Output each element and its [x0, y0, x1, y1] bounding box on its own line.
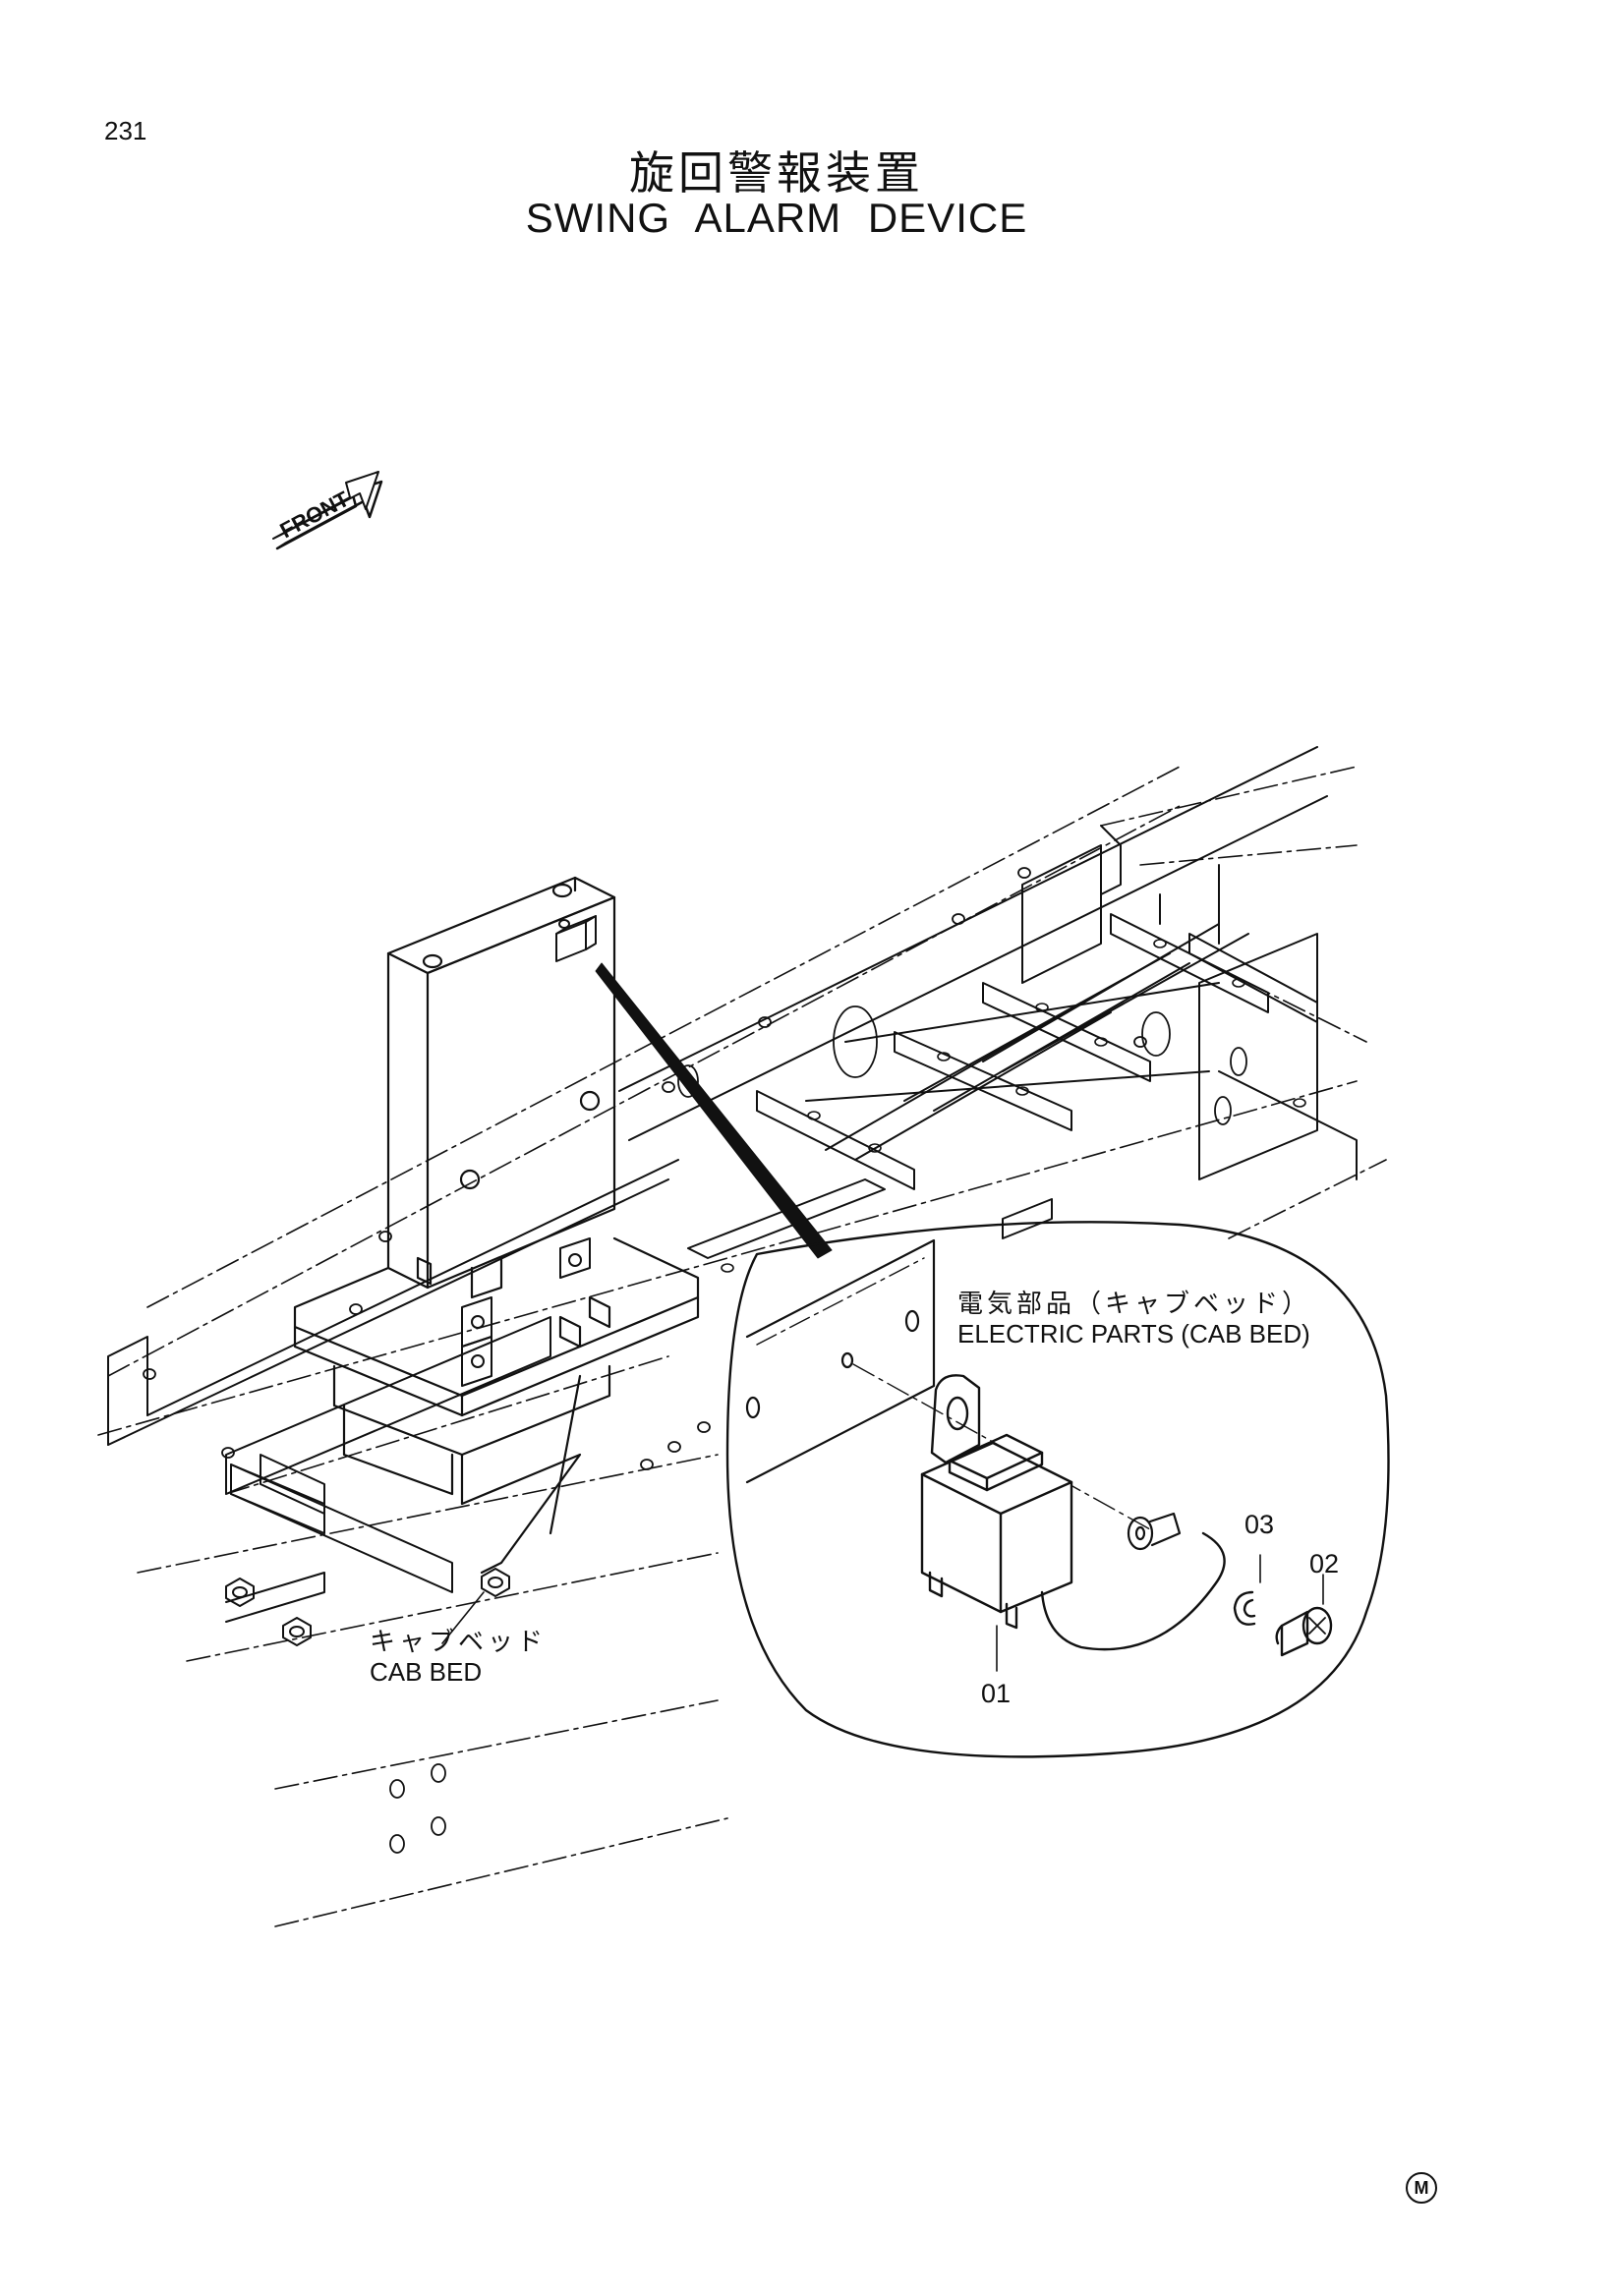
detail-bubble — [725, 1221, 1390, 1758]
cab-bed-label: CAB BED — [370, 1657, 483, 1687]
swing-alarm-mounted — [555, 915, 597, 962]
wire-terminal — [1127, 1512, 1182, 1551]
main-frame — [107, 746, 1358, 1495]
hex-nut-icon — [225, 1568, 510, 1646]
cab-bed-label-japanese: キャブベッド — [370, 1628, 548, 1657]
page-title-japanese: 旋回警報装置 — [629, 146, 924, 200]
detail-leader — [595, 962, 833, 1259]
controller-housing — [293, 876, 700, 1575]
cross-members — [687, 864, 1318, 1259]
part-02-screw — [1275, 1574, 1333, 1657]
detail-title-japanese: 電気部品（キャブベッド） — [957, 1290, 1312, 1319]
frame-holes — [143, 867, 1247, 1854]
front-arrow-icon: FRONT — [272, 471, 383, 550]
detail-title: ELECTRIC PARTS (CAB BED) — [957, 1319, 1310, 1349]
page-number: 231 — [104, 116, 147, 145]
part-01-alarm-unit — [920, 1374, 1226, 1651]
callout-part-03: 03 — [1244, 1510, 1275, 1539]
frame-outline — [97, 766, 1387, 1927]
callout-part-02: 02 — [1309, 1549, 1340, 1578]
footer-mark: M — [1406, 2172, 1437, 2204]
part-03-washer — [1233, 1554, 1261, 1626]
cross-member-bolts — [721, 939, 1306, 1273]
page-title: SWING ALARM DEVICE — [525, 195, 1028, 241]
callout-part-01: 01 — [981, 1679, 1012, 1708]
base-brackets — [230, 1237, 591, 1593]
cab-bed-leader — [441, 1591, 485, 1644]
